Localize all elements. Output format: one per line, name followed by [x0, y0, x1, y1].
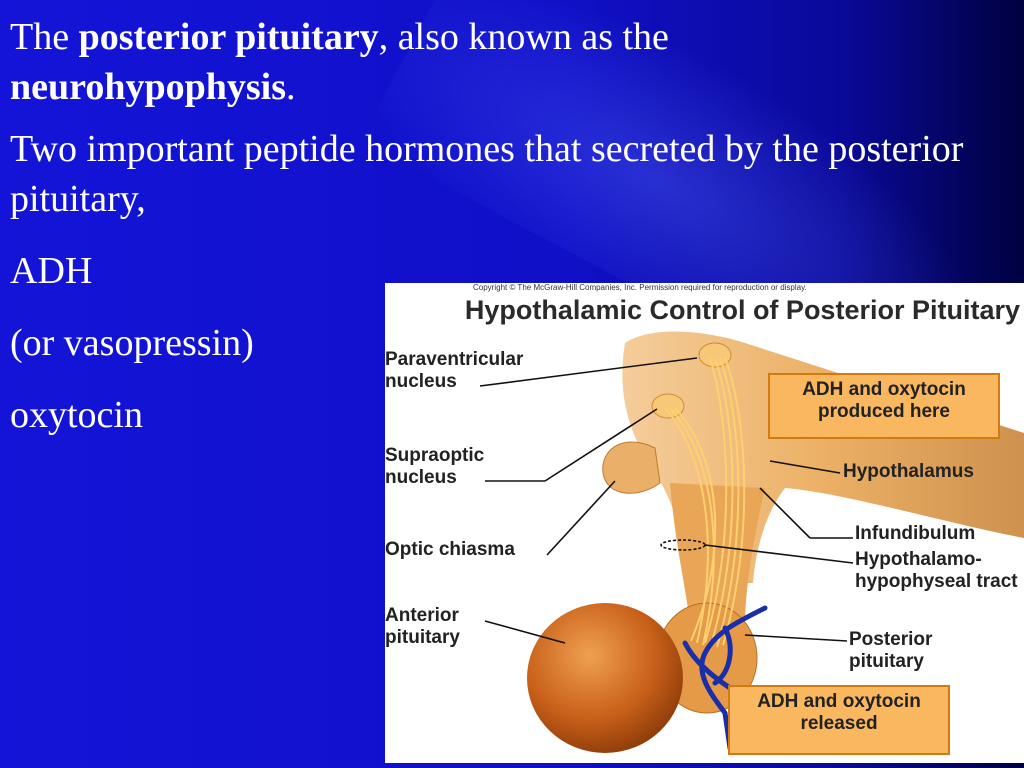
- slide-text: The posterior pituitary, also known as t…: [10, 12, 1000, 440]
- intro-text-cont: , also known as the: [378, 16, 669, 58]
- figure-title: Hypothalamic Control of Posterior Pituit…: [464, 295, 1020, 325]
- label-posterior-pituitary: Posterior pituitary: [849, 629, 933, 672]
- label-tract: Hypothalamo- hypophyseal tract: [855, 549, 1018, 592]
- axon-bundle: [664, 357, 746, 648]
- copyright-notice: Copyright © The McGraw-Hill Companies, I…: [473, 283, 807, 292]
- leader-lines: [479, 357, 854, 644]
- optic-chiasma-shape: [602, 441, 661, 494]
- item-oxytocin: oxytocin: [10, 394, 143, 436]
- blood-vessels: [682, 605, 768, 751]
- intro-line: The posterior pituitary, also known as t…: [10, 12, 1000, 112]
- item-vasopressin: (or vasopressin): [10, 322, 254, 364]
- term-neurohypophysis: neurohypophysis: [10, 66, 286, 108]
- infundibulum-shape: [670, 483, 765, 628]
- label-optic-chiasma: Optic chiasma: [385, 539, 515, 560]
- anatomy-illustration: [479, 331, 1024, 753]
- label-supraoptic: Supraoptic nucleus: [385, 445, 485, 488]
- term-posterior-pituitary: posterior pituitary: [78, 16, 379, 58]
- intro-period: .: [285, 66, 296, 108]
- paraventricular-nucleus-shape: [698, 342, 732, 368]
- item-adh: ADH: [10, 250, 93, 292]
- label-hypothalamus: Hypothalamus: [843, 461, 974, 482]
- supraoptic-nucleus-shape: [651, 393, 685, 419]
- intro-text: The: [10, 16, 79, 58]
- anterior-pituitary-shape: [527, 603, 683, 753]
- box-released: ADH and oxytocin released: [728, 685, 950, 755]
- box-produced-here: ADH and oxytocin produced here: [768, 373, 1000, 439]
- pituitary-figure: Copyright © The McGraw-Hill Companies, I…: [385, 283, 1024, 763]
- hormones-sentence: Two important peptide hormones that secr…: [10, 128, 964, 220]
- label-anterior-pituitary: Anterior pituitary: [385, 605, 460, 648]
- label-paraventricular: Paraventricular nucleus: [385, 349, 524, 392]
- label-infundibulum: Infundibulum: [855, 523, 976, 544]
